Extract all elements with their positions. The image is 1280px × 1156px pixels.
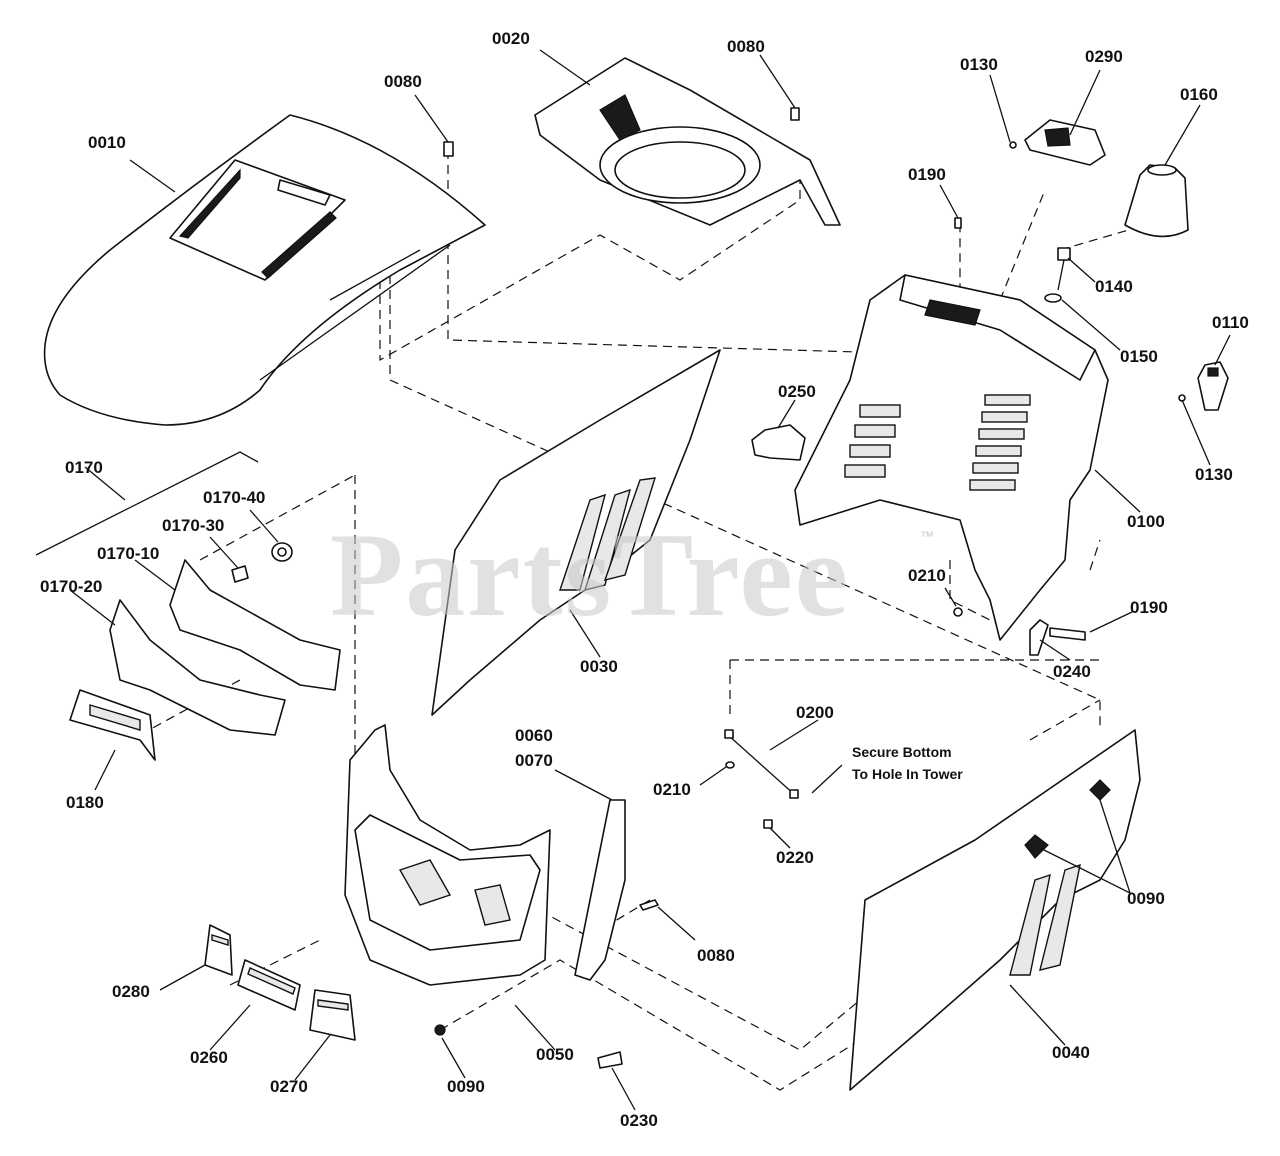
label-0080-bottom: 0080	[697, 946, 735, 965]
headlight-housing-0170-20-part	[109, 599, 286, 736]
label-0080-top-left: 0080	[384, 72, 422, 91]
support-rod-0200-part	[724, 729, 843, 799]
label-0070: 0070	[515, 751, 553, 770]
label-0190-right: 0190	[1130, 598, 1168, 617]
grille-0180-part	[69, 689, 156, 761]
label-0290: 0290	[1085, 47, 1123, 66]
screw-0130-top	[1009, 141, 1017, 149]
callout-leaders	[35, 49, 1231, 1111]
label-0100: 0100	[1127, 512, 1165, 531]
label-0130-right: 0130	[1195, 465, 1233, 484]
label-0140: 0140	[1095, 277, 1133, 296]
console-cover-0290-part	[1024, 119, 1106, 166]
label-0280: 0280	[112, 982, 150, 1001]
nut-0210-left	[725, 761, 735, 769]
assembly-note: Secure Bottom To Hole In Tower	[852, 744, 963, 782]
bolt-0140	[1057, 247, 1071, 291]
bulb-0170-30	[231, 565, 249, 583]
label-0170-30: 0170-30	[162, 516, 224, 535]
label-0210-left: 0210	[653, 780, 691, 799]
label-0090-left: 0090	[447, 1077, 485, 1096]
screw-0190-top	[954, 217, 962, 229]
tower-vents	[844, 394, 1031, 491]
vent-grille-0280-part	[204, 924, 233, 976]
dash-shroud-part	[534, 57, 841, 226]
support-bracket-0060-part	[574, 799, 626, 981]
side-panel-left-part	[431, 349, 721, 716]
label-0060: 0060	[515, 726, 553, 745]
label-0050: 0050	[536, 1045, 574, 1064]
label-0080-top-right: 0080	[727, 37, 765, 56]
clip-0240-part	[1029, 619, 1086, 656]
hood-top-part	[43, 114, 486, 426]
nut-0090-left	[434, 1024, 446, 1036]
bracket-0250-part	[751, 424, 806, 461]
label-0210-right: 0210	[908, 566, 946, 585]
label-0170: 0170	[65, 458, 103, 477]
cup-holder-0160-part	[1124, 164, 1189, 238]
label-0170-10: 0170-10	[97, 544, 159, 563]
label-0180: 0180	[66, 793, 104, 812]
label-0110: 0110	[1212, 313, 1249, 332]
watermark-trademark: ™	[920, 528, 934, 544]
label-0040: 0040	[1052, 1043, 1090, 1062]
label-0090-right: 0090	[1127, 889, 1165, 908]
label-0160: 0160	[1180, 85, 1218, 104]
screw-0080-bottom	[639, 899, 659, 911]
label-0020: 0020	[492, 29, 530, 48]
label-0190-top: 0190	[908, 165, 946, 184]
part-labels: 0010 0020 0080 0080 0130 0290 0160 0190 …	[40, 29, 1249, 1130]
note-line-2: To Hole In Tower	[852, 766, 963, 782]
side-panel-right-0040-part	[849, 729, 1141, 1091]
label-0230: 0230	[620, 1111, 658, 1130]
nut-0220	[763, 819, 773, 829]
label-0270: 0270	[270, 1077, 308, 1096]
label-0030: 0030	[580, 657, 618, 676]
socket-0170-40	[271, 542, 293, 562]
washer-0150	[1044, 293, 1062, 303]
vent-grille-0270-part	[309, 989, 356, 1041]
front-nose-0050-part	[344, 724, 551, 986]
note-line-1: Secure Bottom	[852, 744, 952, 760]
nut-0210-right	[953, 607, 963, 617]
screw-0080-top-right	[790, 107, 800, 121]
label-0150: 0150	[1120, 347, 1158, 366]
label-0260: 0260	[190, 1048, 228, 1067]
vent-grille-0260-part	[237, 959, 301, 1011]
label-0130-top: 0130	[960, 55, 998, 74]
label-0200: 0200	[796, 703, 834, 722]
dash-tower-part	[794, 274, 1109, 641]
headlight-lens-0170-10-part	[169, 559, 341, 691]
label-0170-40: 0170-40	[203, 488, 265, 507]
label-0010: 0010	[88, 133, 126, 152]
key-switch-0110-part	[1197, 361, 1229, 411]
screw-0080-top-left	[443, 141, 454, 157]
clip-0230-part	[597, 1051, 623, 1069]
label-0250: 0250	[778, 382, 816, 401]
label-0240: 0240	[1053, 662, 1091, 681]
label-0220: 0220	[776, 848, 814, 867]
label-0170-20: 0170-20	[40, 577, 102, 596]
